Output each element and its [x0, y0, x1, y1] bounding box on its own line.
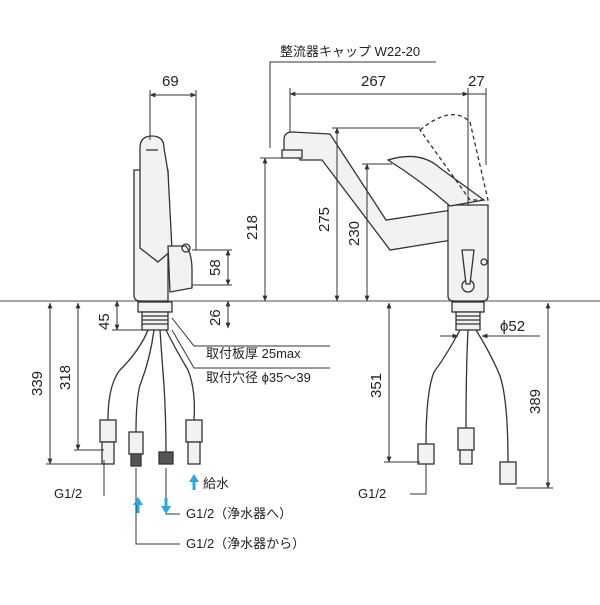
front-small-knob: [480, 258, 488, 266]
side-fitting-filter-out-end: [130, 453, 142, 467]
front-shank-thread: [456, 315, 480, 325]
dim-318-text: 318: [57, 365, 74, 390]
mount-thickness-leader: [171, 317, 330, 347]
side-mount-plate: [137, 301, 173, 313]
dim-52-text: ϕ52: [500, 318, 525, 335]
dim-26-text: 26: [207, 309, 224, 326]
dim-339-text: 339: [29, 371, 46, 396]
supply-water-label: 給水: [203, 476, 229, 491]
flow-arrows: [133, 474, 199, 514]
front-fitting-left: [417, 443, 435, 465]
front-handle: [386, 155, 486, 207]
side-fitting-left-nut: [101, 441, 115, 465]
side-hose-filter-out: [135, 329, 155, 433]
side-lever-knob: [181, 243, 191, 253]
front-handle-raised: [419, 114, 489, 201]
front-lever-stem: [461, 249, 475, 285]
thread-right-label: G1/2: [358, 486, 386, 501]
side-fitting-filter-out: [128, 431, 144, 455]
side-handle: [139, 135, 173, 263]
dim-351-text: 351: [368, 373, 385, 398]
side-hose-filter-in: [159, 329, 167, 453]
to-filter-down-arrow: [161, 498, 171, 514]
side-fitting-right: [185, 419, 203, 443]
front-hose-middle: [465, 329, 469, 429]
thread-right-leader: [410, 464, 427, 495]
dim-267-text: 267: [361, 73, 386, 90]
side-fitting-right-nut: [187, 441, 201, 465]
front-spout: [283, 131, 453, 251]
aerator-cap-label: 整流器キャップ W22-20: [280, 44, 420, 59]
to-filter-label: G1/2（浄水器へ）: [186, 506, 292, 521]
dim-27-text: 27: [468, 73, 485, 90]
dim-58-text: 58: [207, 259, 224, 276]
front-mount-plate: [451, 301, 485, 313]
side-view: [99, 135, 203, 467]
side-fitting-filter-in-end: [158, 451, 174, 465]
supply-up-arrow: [189, 474, 199, 490]
front-aerator: [281, 149, 303, 159]
front-fitting-right: [499, 461, 517, 485]
aerator-leader: [269, 61, 436, 148]
side-hose-supply-right: [165, 329, 196, 421]
dim-230-text: 230: [346, 221, 363, 246]
front-shank: [455, 311, 481, 331]
side-fitting-left: [99, 419, 117, 443]
front-fitting-middle-nut: [459, 449, 473, 465]
side-lever-pivot: [167, 245, 193, 293]
side-shank-thread: [142, 315, 168, 325]
dim-389-text: 389: [527, 389, 544, 414]
dim-45-text: 45: [96, 313, 113, 330]
from-filter-up-arrow: [133, 497, 143, 513]
mount-thickness-label: 取付板厚 25max: [206, 346, 301, 361]
thread-left-label: G1/2: [54, 486, 82, 501]
from-filter-label: G1/2（浄水器から）: [186, 536, 305, 551]
dim-218-text: 218: [244, 215, 261, 240]
dimension-lines: [46, 61, 553, 545]
front-fitting-middle: [457, 427, 475, 451]
from-filter-leader: [135, 468, 180, 545]
mount-hole-leader: [171, 329, 330, 369]
side-shank: [141, 311, 169, 331]
front-hose-right: [475, 329, 509, 463]
front-view: [281, 114, 517, 485]
mount-hole-label: 取付穴径 ϕ35～39: [206, 370, 311, 385]
dim-69-text: 69: [162, 73, 179, 90]
dim-275-text: 275: [316, 207, 333, 232]
side-hose-supply-left: [107, 329, 149, 421]
front-hose-left: [425, 329, 461, 445]
